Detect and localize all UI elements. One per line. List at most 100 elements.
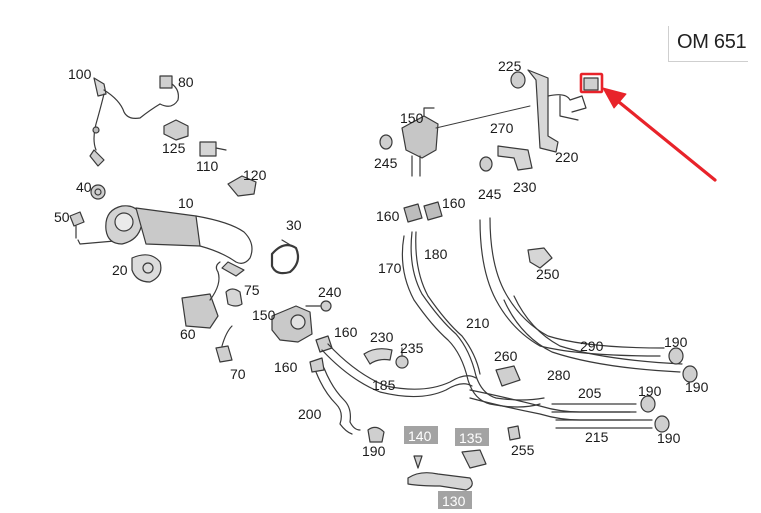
label-235: 235 xyxy=(400,340,424,356)
hose-205[interactable] xyxy=(551,403,637,413)
hose-290[interactable] xyxy=(479,217,665,357)
clip-160c[interactable] xyxy=(403,203,423,223)
bracket-260[interactable] xyxy=(495,365,521,387)
label-190a: 190 xyxy=(362,443,386,459)
label-190e: 190 xyxy=(657,430,681,446)
hose-180[interactable] xyxy=(415,231,481,375)
label-245a: 245 xyxy=(374,155,398,171)
clamp-30[interactable] xyxy=(270,239,300,275)
hose-middle[interactable] xyxy=(321,343,477,398)
label-240: 240 xyxy=(318,284,342,300)
bolt-50[interactable] xyxy=(69,211,127,245)
label-160b: 160 xyxy=(274,359,298,375)
label-70: 70 xyxy=(230,366,246,382)
bracket-250[interactable] xyxy=(527,247,553,269)
clamp-190a[interactable] xyxy=(367,426,385,443)
bracket-120[interactable] xyxy=(227,175,257,197)
label-225: 225 xyxy=(498,58,522,74)
label-160d: 160 xyxy=(442,195,466,211)
label-210: 210 xyxy=(466,315,490,331)
sensor-100[interactable] xyxy=(89,77,161,167)
label-205: 205 xyxy=(578,385,602,401)
label-100: 100 xyxy=(68,66,92,82)
label-50: 50 xyxy=(54,209,70,225)
label-180: 180 xyxy=(424,246,448,262)
label-140-bg xyxy=(404,426,438,444)
label-110: 110 xyxy=(196,158,219,174)
label-290: 290 xyxy=(580,338,604,354)
label-135: 135 xyxy=(459,430,483,446)
label-230a: 230 xyxy=(370,329,394,345)
hose-280[interactable] xyxy=(503,295,683,373)
bolt-140[interactable] xyxy=(413,455,423,469)
label-60: 60 xyxy=(180,326,196,342)
label-30: 30 xyxy=(286,217,302,233)
bracket-130[interactable] xyxy=(407,472,473,491)
clip-160d[interactable] xyxy=(423,201,443,221)
elbow-230a[interactable] xyxy=(363,348,393,365)
valve-150b[interactable] xyxy=(401,105,531,177)
label-40: 40 xyxy=(76,179,92,195)
label-80: 80 xyxy=(178,74,194,90)
label-230b: 230 xyxy=(513,179,537,195)
label-270: 270 xyxy=(490,120,514,136)
label-190c: 190 xyxy=(685,379,709,395)
label-20: 20 xyxy=(112,262,128,278)
clamp-190d[interactable] xyxy=(640,395,656,413)
label-75: 75 xyxy=(244,282,260,298)
label-260: 260 xyxy=(494,348,518,364)
label-160c: 160 xyxy=(376,208,400,224)
connector-80[interactable] xyxy=(159,75,179,107)
grommet-245b[interactable] xyxy=(479,156,493,172)
nut-40[interactable] xyxy=(90,184,106,200)
bracket-125[interactable] xyxy=(163,119,189,141)
label-170: 170 xyxy=(378,260,402,276)
hose-170[interactable] xyxy=(401,231,545,408)
sensor-110[interactable] xyxy=(199,141,227,157)
sensor-70[interactable] xyxy=(215,325,233,363)
label-135-bg xyxy=(455,428,489,446)
module-60[interactable] xyxy=(181,261,221,329)
model-box xyxy=(668,26,748,62)
label-150a: 150 xyxy=(252,307,276,323)
clip-160b[interactable] xyxy=(309,357,325,373)
label-125: 125 xyxy=(162,140,186,156)
label-190d: 190 xyxy=(638,383,662,399)
label-10: 10 xyxy=(178,195,194,211)
label-280: 280 xyxy=(547,367,571,383)
pipe-10[interactable] xyxy=(105,205,253,277)
label-220: 220 xyxy=(555,149,579,165)
label-130-bg xyxy=(438,491,472,509)
clip-75[interactable] xyxy=(225,288,243,307)
label-250: 250 xyxy=(536,266,560,282)
bracket-assembly[interactable] xyxy=(527,69,587,153)
bolt-240[interactable] xyxy=(305,300,332,312)
grommet-225[interactable] xyxy=(510,71,526,89)
label-140: 140 xyxy=(408,428,432,444)
clip-160a[interactable] xyxy=(315,335,333,353)
hose-200[interactable] xyxy=(315,367,361,435)
valve-150a[interactable] xyxy=(271,305,313,343)
sensor-135[interactable] xyxy=(461,449,487,469)
label-255: 255 xyxy=(511,442,535,458)
highlighted-part[interactable] xyxy=(583,77,599,91)
bracket-270[interactable] xyxy=(497,145,533,171)
label-185: 185 xyxy=(372,377,396,393)
gasket-20[interactable] xyxy=(131,254,162,283)
label-190b: 190 xyxy=(664,334,688,350)
valve-235[interactable] xyxy=(395,347,409,369)
label-200: 200 xyxy=(298,406,322,422)
clip-255[interactable] xyxy=(507,425,521,441)
label-150b: 150 xyxy=(400,110,424,126)
clamp-190e[interactable] xyxy=(654,415,670,433)
label-215: 215 xyxy=(585,429,609,445)
label-160a: 160 xyxy=(334,324,358,340)
label-245b: 245 xyxy=(478,186,502,202)
red-arrow xyxy=(579,72,717,182)
clamp-190b[interactable] xyxy=(668,347,684,365)
label-130: 130 xyxy=(442,493,466,509)
grommet-245a[interactable] xyxy=(379,134,393,150)
clamp-190c[interactable] xyxy=(682,365,698,383)
label-120: 120 xyxy=(243,167,267,183)
hose-215[interactable] xyxy=(555,419,653,429)
